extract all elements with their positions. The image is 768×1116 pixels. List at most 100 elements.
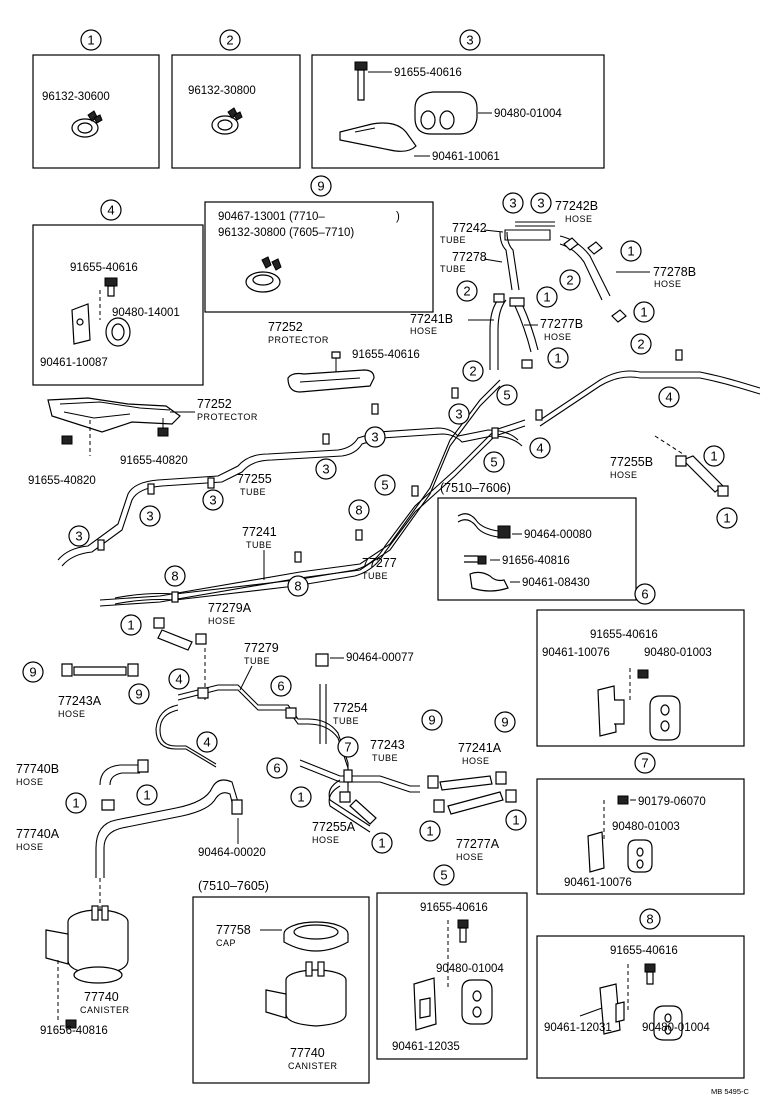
callout-marker: 1 — [536, 286, 558, 308]
callout-number: 3 — [75, 529, 82, 544]
callout-marker: 1 — [703, 445, 725, 467]
part-number: 90179-06070 — [638, 796, 706, 808]
box-frame — [171, 54, 301, 169]
part-number: 77740A — [16, 827, 60, 841]
callout-number: 1 — [72, 796, 79, 811]
callout-number: 1 — [127, 618, 134, 633]
part-number: 77279A — [208, 601, 252, 615]
part-number: 77242 — [452, 221, 487, 235]
part-number: 90464-00080 — [524, 529, 592, 541]
callout-marker: 4 — [168, 668, 190, 690]
hose-77740b — [99, 759, 149, 786]
callout-number: 2 — [637, 337, 644, 352]
part-number: 90480-01003 — [644, 647, 712, 659]
part-number: 90480-01004 — [494, 108, 562, 120]
part-number: 77278 — [452, 250, 487, 264]
callout-circle — [634, 583, 656, 605]
box-3-clamp-set: 3 91655-40616 90480-01004 90461-10061 — [311, 29, 605, 169]
callout-marker: 4 — [529, 437, 551, 459]
callout-circle — [22, 661, 44, 683]
callout-circle — [530, 192, 552, 214]
part-number: 77255 — [237, 472, 272, 486]
tube-77277 — [114, 419, 526, 605]
callout-circle — [139, 505, 161, 527]
callout-circle — [505, 809, 527, 831]
part-number: 91655-40616 — [610, 945, 678, 957]
callout-circle — [266, 757, 288, 779]
part-type: CAP — [216, 938, 236, 948]
box-frame — [32, 224, 204, 386]
callout-marker: 2 — [559, 269, 581, 291]
callout-number: 2 — [463, 284, 470, 299]
box-frame — [536, 609, 745, 747]
part-type: TUBE — [440, 264, 466, 274]
callout-number: 4 — [665, 390, 672, 405]
box-4-bracket-set: 4 91655-40616 90480-14001 90461-10087 — [32, 199, 204, 386]
callout-number: 5 — [381, 478, 388, 493]
callout-marker: 1 — [65, 792, 87, 814]
callout-circle — [196, 731, 218, 753]
clamp-icon — [71, 110, 103, 138]
callout-number: 9 — [428, 713, 435, 728]
protector-lower — [47, 397, 181, 456]
cushion-icon — [627, 839, 653, 873]
callout-number: 1 — [426, 824, 433, 839]
canister-icon — [265, 961, 347, 1027]
callout-number: 3 — [146, 509, 153, 524]
callout-circle — [80, 29, 102, 51]
bracket-icon — [599, 983, 625, 1035]
part-number: 91655-40616 — [70, 262, 138, 274]
callout-circle — [483, 451, 505, 473]
callout-circle — [419, 820, 441, 842]
part-number: 77740B — [16, 762, 59, 776]
callout-circle — [529, 437, 551, 459]
callout-marker: 4 — [658, 386, 680, 408]
callout-circle — [164, 565, 186, 587]
bracket-icon — [413, 977, 437, 1031]
callout-number: 8 — [355, 503, 362, 518]
callout-number: 4 — [175, 672, 182, 687]
callout-circle — [633, 301, 655, 323]
part-type: CANISTER — [288, 1061, 338, 1071]
part-number: 90461-10076 — [542, 647, 610, 659]
part-number: 77758 — [216, 923, 251, 937]
part-number: 90464-00020 — [198, 847, 266, 859]
callout-circle — [639, 908, 661, 930]
part-number: 91655-40820 — [28, 475, 96, 487]
footer-code: MB 5495-C — [711, 1087, 750, 1096]
callout-number: 9 — [135, 687, 142, 702]
part-number: 96132-30800 — [188, 85, 256, 97]
part-number: 91655-40616 — [352, 349, 420, 361]
clamp-icon — [245, 256, 282, 293]
callout-number: 5 — [503, 388, 510, 403]
part-type: HOSE — [16, 842, 44, 852]
cushion-icon — [461, 979, 493, 1025]
part-number: 90467-13001 (7710– — [218, 211, 325, 223]
part-number: 90461-12035 — [392, 1041, 460, 1053]
callout-circle — [68, 525, 90, 547]
hose-77740a — [95, 779, 243, 878]
callout-number: 4 — [203, 735, 210, 750]
callout-circle — [287, 575, 309, 597]
callout-circle — [348, 499, 370, 521]
part-number: 90461-10076 — [564, 877, 632, 889]
callout-number: 6 — [277, 679, 284, 694]
box-frame — [536, 935, 745, 1079]
part-number: 77277 — [362, 556, 397, 570]
callout-marker: 1 — [716, 507, 738, 529]
part-number: 77740 — [290, 1046, 325, 1060]
callout-marker: 6 — [266, 757, 288, 779]
tube-77241 — [99, 379, 501, 607]
cushion-icon — [414, 91, 478, 135]
part-number: 77278B — [653, 265, 696, 279]
callout-marker: 3 — [530, 192, 552, 214]
part-type: HOSE — [462, 756, 490, 766]
grommet-icon — [105, 317, 131, 347]
callout-marker: 3 — [502, 192, 524, 214]
callout-circle — [448, 403, 470, 425]
callout-marker: 2 — [462, 360, 484, 382]
callout-marker: 2 — [630, 333, 652, 355]
callout-circle — [364, 426, 386, 448]
part-type: HOSE — [654, 279, 682, 289]
